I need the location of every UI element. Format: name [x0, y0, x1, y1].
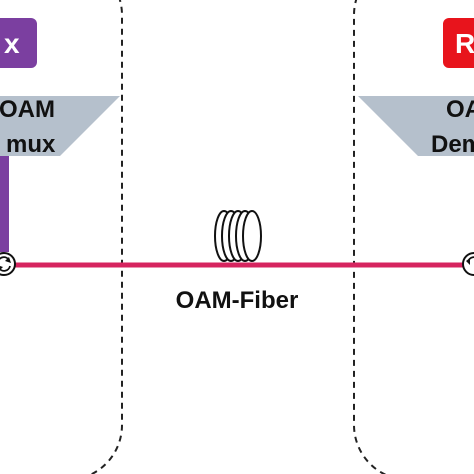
- left-block-line1: OAM: [0, 96, 55, 123]
- left-circulator-icon: [0, 252, 16, 276]
- fiber-spool-icon: [214, 210, 262, 262]
- right-oam-demux-block: [358, 96, 474, 156]
- right-circulator-icon: [462, 252, 474, 276]
- right-badge: [443, 18, 474, 68]
- right-block-line1: OA: [446, 96, 474, 123]
- left-badge-label: x: [4, 28, 20, 59]
- left-block-line2: mux: [6, 131, 56, 158]
- left-vertical-link: [0, 156, 9, 252]
- left-badge: [0, 18, 37, 68]
- right-node-enclosure: [353, 0, 387, 474]
- fiber-label: OAM-Fiber: [176, 287, 299, 314]
- right-block-line2: Dem: [431, 131, 474, 158]
- left-node-enclosure: [89, 0, 123, 474]
- right-badge-label: R: [455, 28, 474, 59]
- left-oam-mux-block: [0, 96, 120, 156]
